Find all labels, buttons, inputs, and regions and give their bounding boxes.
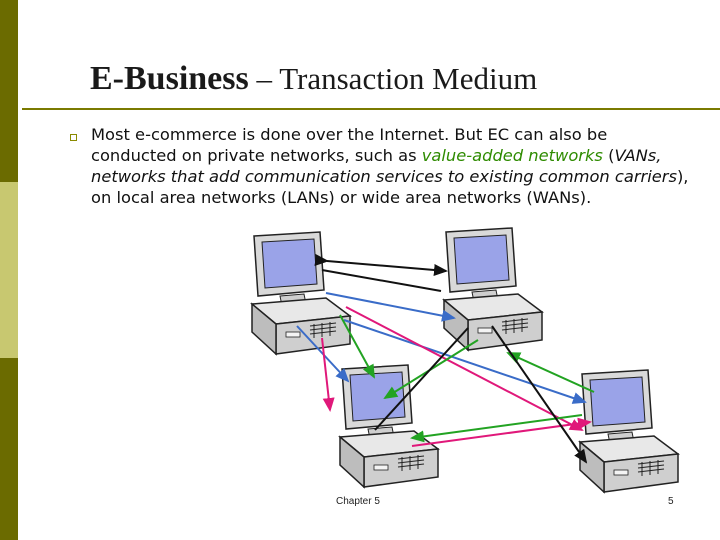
connection-line-green-bottom xyxy=(410,414,583,443)
connection-line-green-right xyxy=(506,352,595,393)
connection-line-black-top xyxy=(314,254,448,276)
computer-top-right-icon xyxy=(443,227,543,351)
slide-title-strong: E-Business xyxy=(90,60,249,97)
body-vans-term: value-added networks xyxy=(421,146,603,165)
sidebar-stripe-middle xyxy=(0,182,18,358)
computer-bottom-right-icon xyxy=(579,369,679,493)
sidebar-stripe-bottom xyxy=(0,358,18,540)
connection-line-green-left xyxy=(339,314,375,379)
title-rule xyxy=(22,108,720,110)
bullet-icon xyxy=(70,134,77,141)
body-vans-definition: VANs, networks that add communication se… xyxy=(91,146,677,186)
body-text-part3: ), on local area networks (LANs) or wide… xyxy=(91,167,689,207)
connection-line-blue-long xyxy=(343,319,587,404)
connection-line-black-middle xyxy=(374,327,469,431)
footer-page-number: 5 xyxy=(668,496,674,507)
body-text-part1: Most e-commerce is done over the Interne… xyxy=(91,125,608,165)
sidebar-stripe-top xyxy=(0,0,18,182)
slide-title-rest: Transaction Medium xyxy=(279,61,538,96)
connection-line-black-top-2 xyxy=(321,269,442,292)
connection-line-blue-left xyxy=(296,325,350,383)
body-text-part2: ( xyxy=(602,146,615,165)
computer-top-left-icon xyxy=(251,231,351,355)
slide-title: E-Business – Transaction Medium xyxy=(90,60,537,98)
connection-line-pink-left xyxy=(321,337,335,412)
slide-title-dash: – xyxy=(248,61,280,96)
computer-bottom-left-icon xyxy=(339,364,439,488)
footer-chapter: Chapter 5 xyxy=(336,496,380,507)
body-paragraph: Most e-commerce is done over the Interne… xyxy=(91,124,691,208)
connection-line-black-right xyxy=(491,325,588,464)
connection-line-pink-long xyxy=(345,306,584,431)
connection-line-blue-top xyxy=(325,292,456,322)
